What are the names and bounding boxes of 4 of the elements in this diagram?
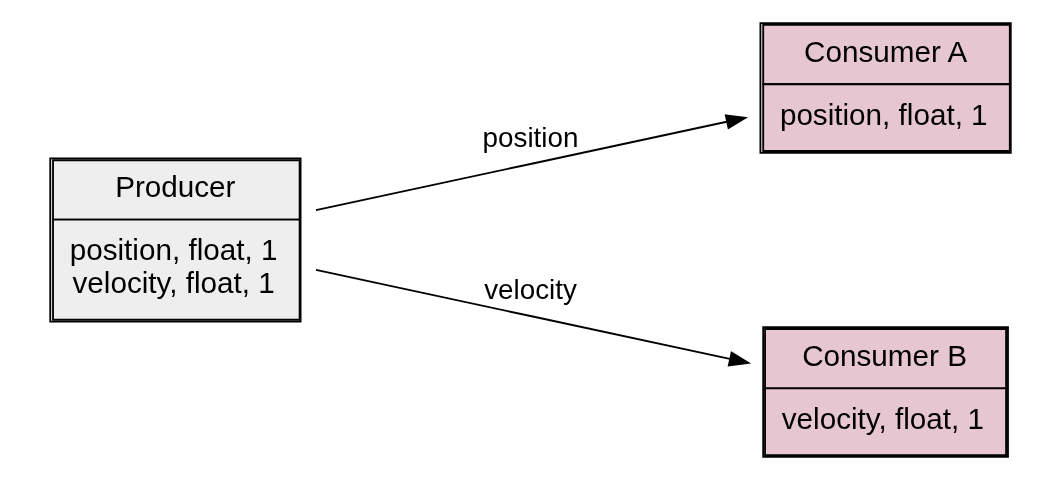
edge-label: velocity	[483, 274, 577, 306]
arrow	[314, 114, 748, 212]
edge-label: position	[482, 122, 578, 154]
arrow	[314, 268, 751, 367]
